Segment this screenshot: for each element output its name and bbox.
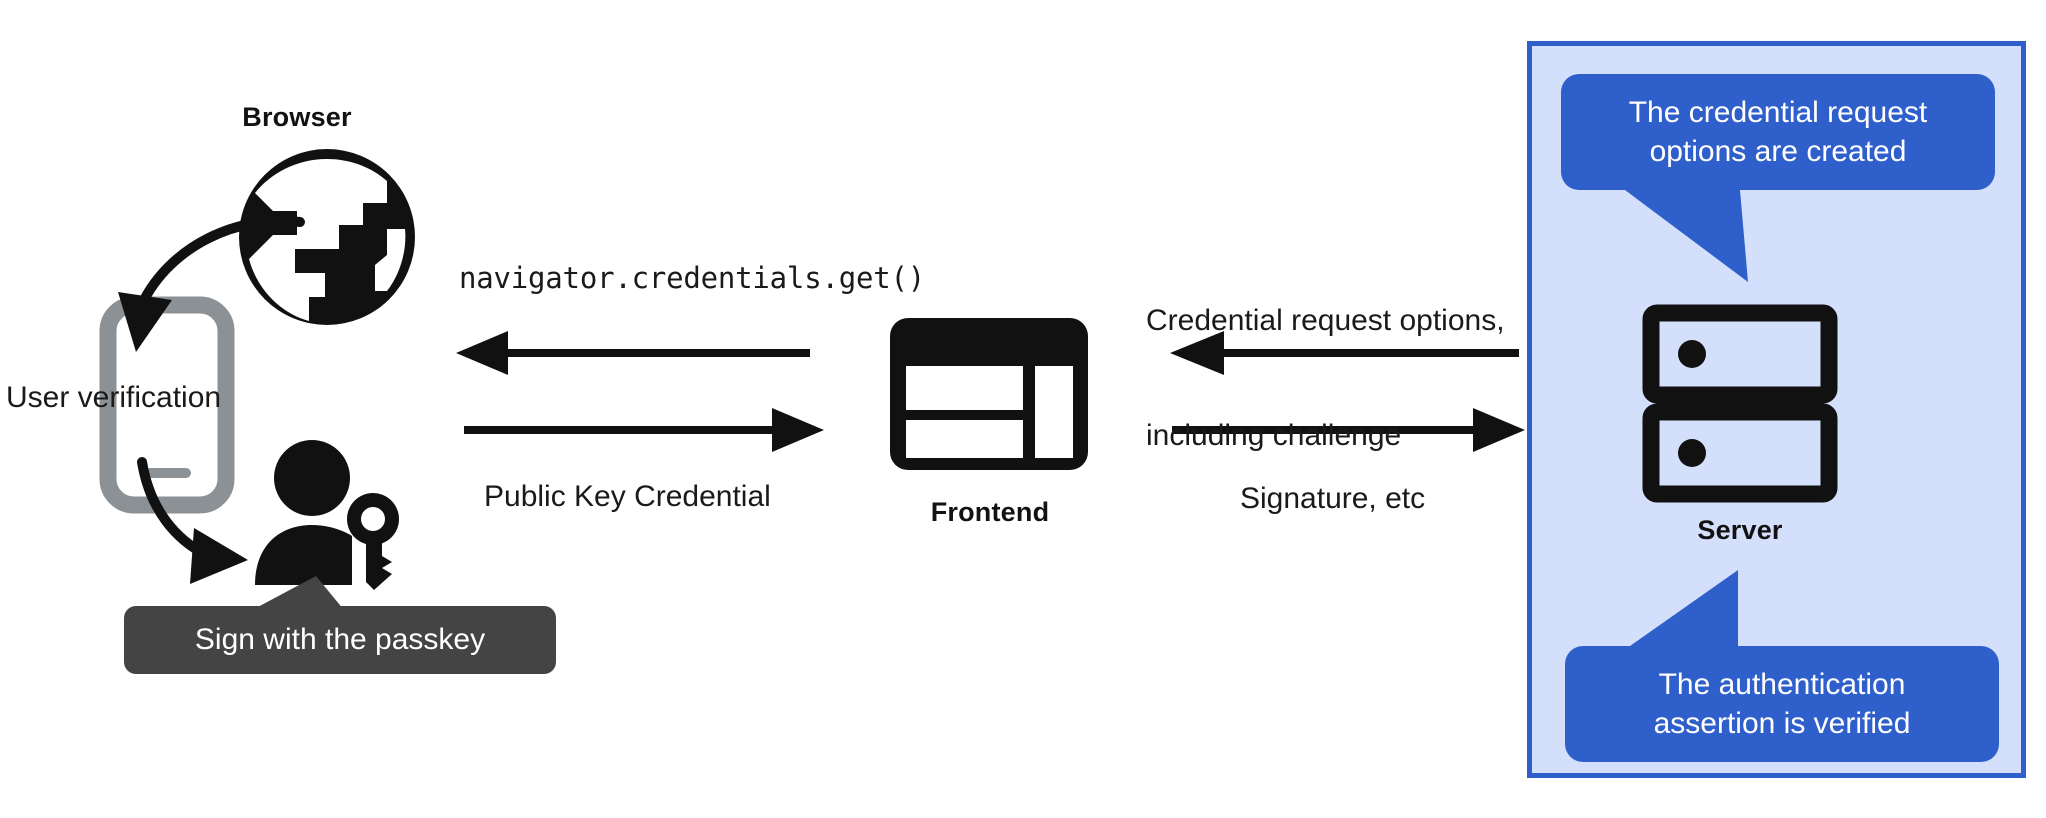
arrow-device-to-user — [137, 457, 248, 584]
browser-caption: Browser — [242, 102, 352, 132]
person-with-key-icon — [255, 440, 399, 590]
navigator-credentials-get-label: navigator.credentials.get() — [459, 261, 926, 295]
passkey-tooltip-tail — [252, 576, 344, 610]
credential-request-options-label: Credential request options, including ch… — [1146, 225, 1505, 532]
tooltip-sign-with-passkey: Sign with the passkey — [124, 606, 556, 674]
credential-request-options-line-1: Credential request options, — [1146, 303, 1505, 337]
credential-request-options-line-2: including challenge — [1146, 418, 1402, 452]
server-caption: Server — [1697, 515, 1783, 545]
callout-authentication-assertion: The authentication assertion is verified — [1565, 646, 1999, 762]
tooltip-passkey-text: Sign with the passkey — [194, 623, 486, 656]
web-layout-icon — [890, 318, 1088, 470]
callout-bottom-text: The authentication assertion is verified — [1653, 668, 1911, 740]
globe-icon — [239, 149, 415, 325]
arrow-browser-to-frontend — [464, 408, 824, 452]
arrow-frontend-to-browser — [456, 331, 810, 375]
callout-top-text: The credential request options are creat… — [1628, 96, 1928, 168]
callout-credential-request-options: The credential request options are creat… — [1561, 74, 1995, 190]
public-key-credential-label: Public Key Credential — [484, 480, 771, 513]
user-verification-label: User verification — [6, 381, 222, 414]
arrow-browser-to-device — [118, 215, 305, 352]
signature-etc-label: Signature, etc — [1240, 482, 1426, 515]
frontend-caption: Frontend — [930, 497, 1050, 527]
